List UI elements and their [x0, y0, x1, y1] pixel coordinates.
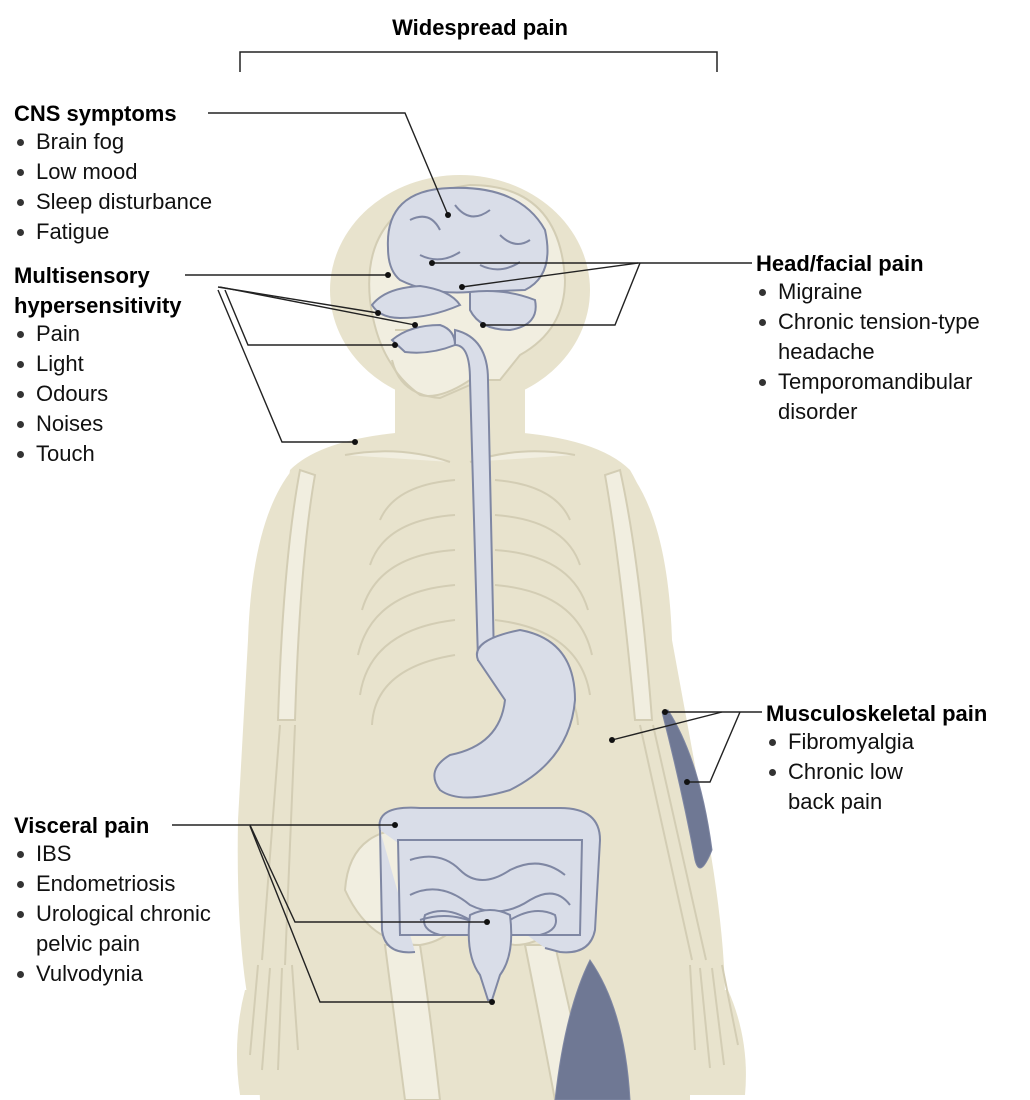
list-item: Vulvodynia — [14, 959, 264, 989]
visceral-list: IBS Endometriosis Urological chronic pel… — [14, 839, 264, 989]
multisensory-list: Pain Light Odours Noises Touch — [14, 319, 182, 469]
list-item: Touch — [14, 439, 182, 469]
dot-elbow — [662, 709, 668, 715]
dot-palate — [412, 322, 418, 328]
list-item: Sleep disturbance — [14, 187, 212, 217]
head-heading: Head/facial pain — [756, 250, 1028, 277]
cns-symptoms-block: CNS symptoms Brain fog Low mood Sleep di… — [14, 100, 212, 247]
multisensory-heading-line2: hypersensitivity — [14, 292, 182, 319]
list-item: Temporomandibular disorder — [756, 367, 1028, 427]
dot-vulva — [489, 999, 495, 1005]
head-facial-pain-block: Head/facial pain Migraine Chronic tensio… — [756, 250, 1028, 427]
list-item: Noises — [14, 409, 182, 439]
dot-head-3 — [480, 322, 486, 328]
list-item: Endometriosis — [14, 869, 264, 899]
list-item: Light — [14, 349, 182, 379]
list-item: Pain — [14, 319, 182, 349]
dot-head-1 — [429, 260, 435, 266]
list-item: Odours — [14, 379, 182, 409]
dot-forearm — [684, 779, 690, 785]
dot-nose — [375, 310, 381, 316]
list-item: Chronic low back pain — [766, 757, 946, 817]
musculo-list: Fibromyalgia Chronic low back pain — [766, 727, 946, 817]
dot-mouth — [392, 342, 398, 348]
head-list: Migraine Chronic tension-type headache T… — [756, 277, 1028, 427]
dot-colon — [392, 822, 398, 828]
left-hand-silhouette — [237, 990, 302, 1095]
dot-brain — [445, 212, 451, 218]
cns-list: Brain fog Low mood Sleep disturbance Fat… — [14, 127, 212, 247]
list-item: Fibromyalgia — [766, 727, 946, 757]
list-item: Urological chronic pelvic pain — [14, 899, 264, 959]
dot-eye — [385, 272, 391, 278]
visceral-heading: Visceral pain — [14, 812, 264, 839]
list-item: Chronic tension-type headache — [756, 307, 1028, 367]
cns-heading: CNS symptoms — [14, 100, 212, 127]
list-item: Low mood — [14, 157, 212, 187]
musculoskeletal-pain-block: Musculoskeletal pain Fibromyalgia Chroni… — [766, 700, 1028, 817]
list-item: Migraine — [756, 277, 1028, 307]
widespread-bracket — [240, 52, 717, 72]
list-item: Fatigue — [14, 217, 212, 247]
multisensory-heading-line1: Multisensory — [14, 262, 182, 289]
dot-back — [609, 737, 615, 743]
musculo-heading: Musculoskeletal pain — [766, 700, 1028, 727]
visceral-pain-block: Visceral pain IBS Endometriosis Urologic… — [14, 812, 264, 989]
list-item: IBS — [14, 839, 264, 869]
right-hand-silhouette — [678, 990, 746, 1095]
dot-uterus — [484, 919, 490, 925]
multisensory-block: Multisensory hypersensitivity Pain Light… — [14, 262, 182, 469]
list-item: Brain fog — [14, 127, 212, 157]
dot-head-2 — [459, 284, 465, 290]
dot-skin — [352, 439, 358, 445]
figure-title: Widespread pain — [300, 14, 660, 41]
